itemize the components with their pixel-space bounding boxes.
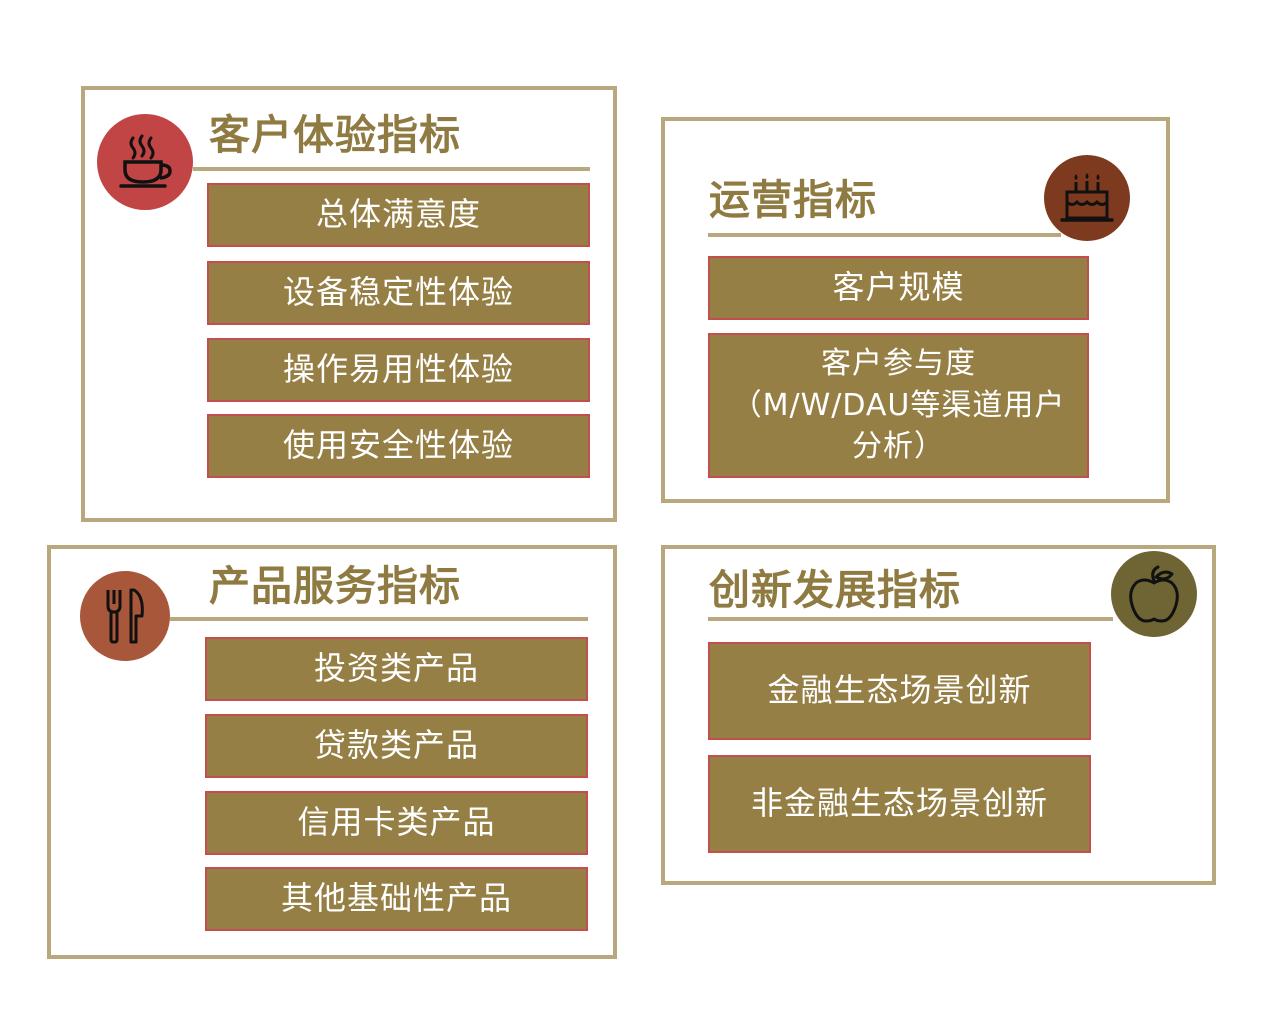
apple-icon — [1111, 551, 1197, 637]
item-security: 使用安全性体验 — [207, 414, 590, 478]
fork-knife-icon — [80, 571, 170, 661]
item-customer-scale: 客户规模 — [708, 256, 1089, 320]
title-underline — [708, 233, 1061, 237]
title-underline — [708, 617, 1113, 621]
item-usability: 操作易用性体验 — [207, 338, 590, 402]
item-loan-products: 贷款类产品 — [205, 714, 588, 778]
item-device-stability: 设备稳定性体验 — [207, 261, 590, 325]
panel-title-customer-experience: 客户体验指标 — [209, 111, 461, 159]
birthday-cake-icon — [1044, 155, 1130, 241]
item-financial-ecosystem-innovation: 金融生态场景创新 — [708, 642, 1091, 740]
panel-title-innovation: 创新发展指标 — [709, 566, 961, 614]
panel-title-product-service: 产品服务指标 — [209, 562, 461, 610]
panel-title-operations: 运营指标 — [709, 176, 877, 224]
title-underline — [170, 617, 588, 621]
item-customer-engagement: 客户参与度 （M/W/DAU等渠道用户 分析） — [708, 333, 1089, 478]
coffee-cup-icon — [97, 114, 193, 210]
item-basic-products: 其他基础性产品 — [205, 867, 588, 931]
item-credit-card-products: 信用卡类产品 — [205, 791, 588, 855]
item-nonfinancial-ecosystem-innovation: 非金融生态场景创新 — [708, 755, 1091, 853]
title-underline — [193, 167, 590, 171]
item-overall-satisfaction: 总体满意度 — [207, 183, 590, 247]
item-investment-products: 投资类产品 — [205, 637, 588, 701]
